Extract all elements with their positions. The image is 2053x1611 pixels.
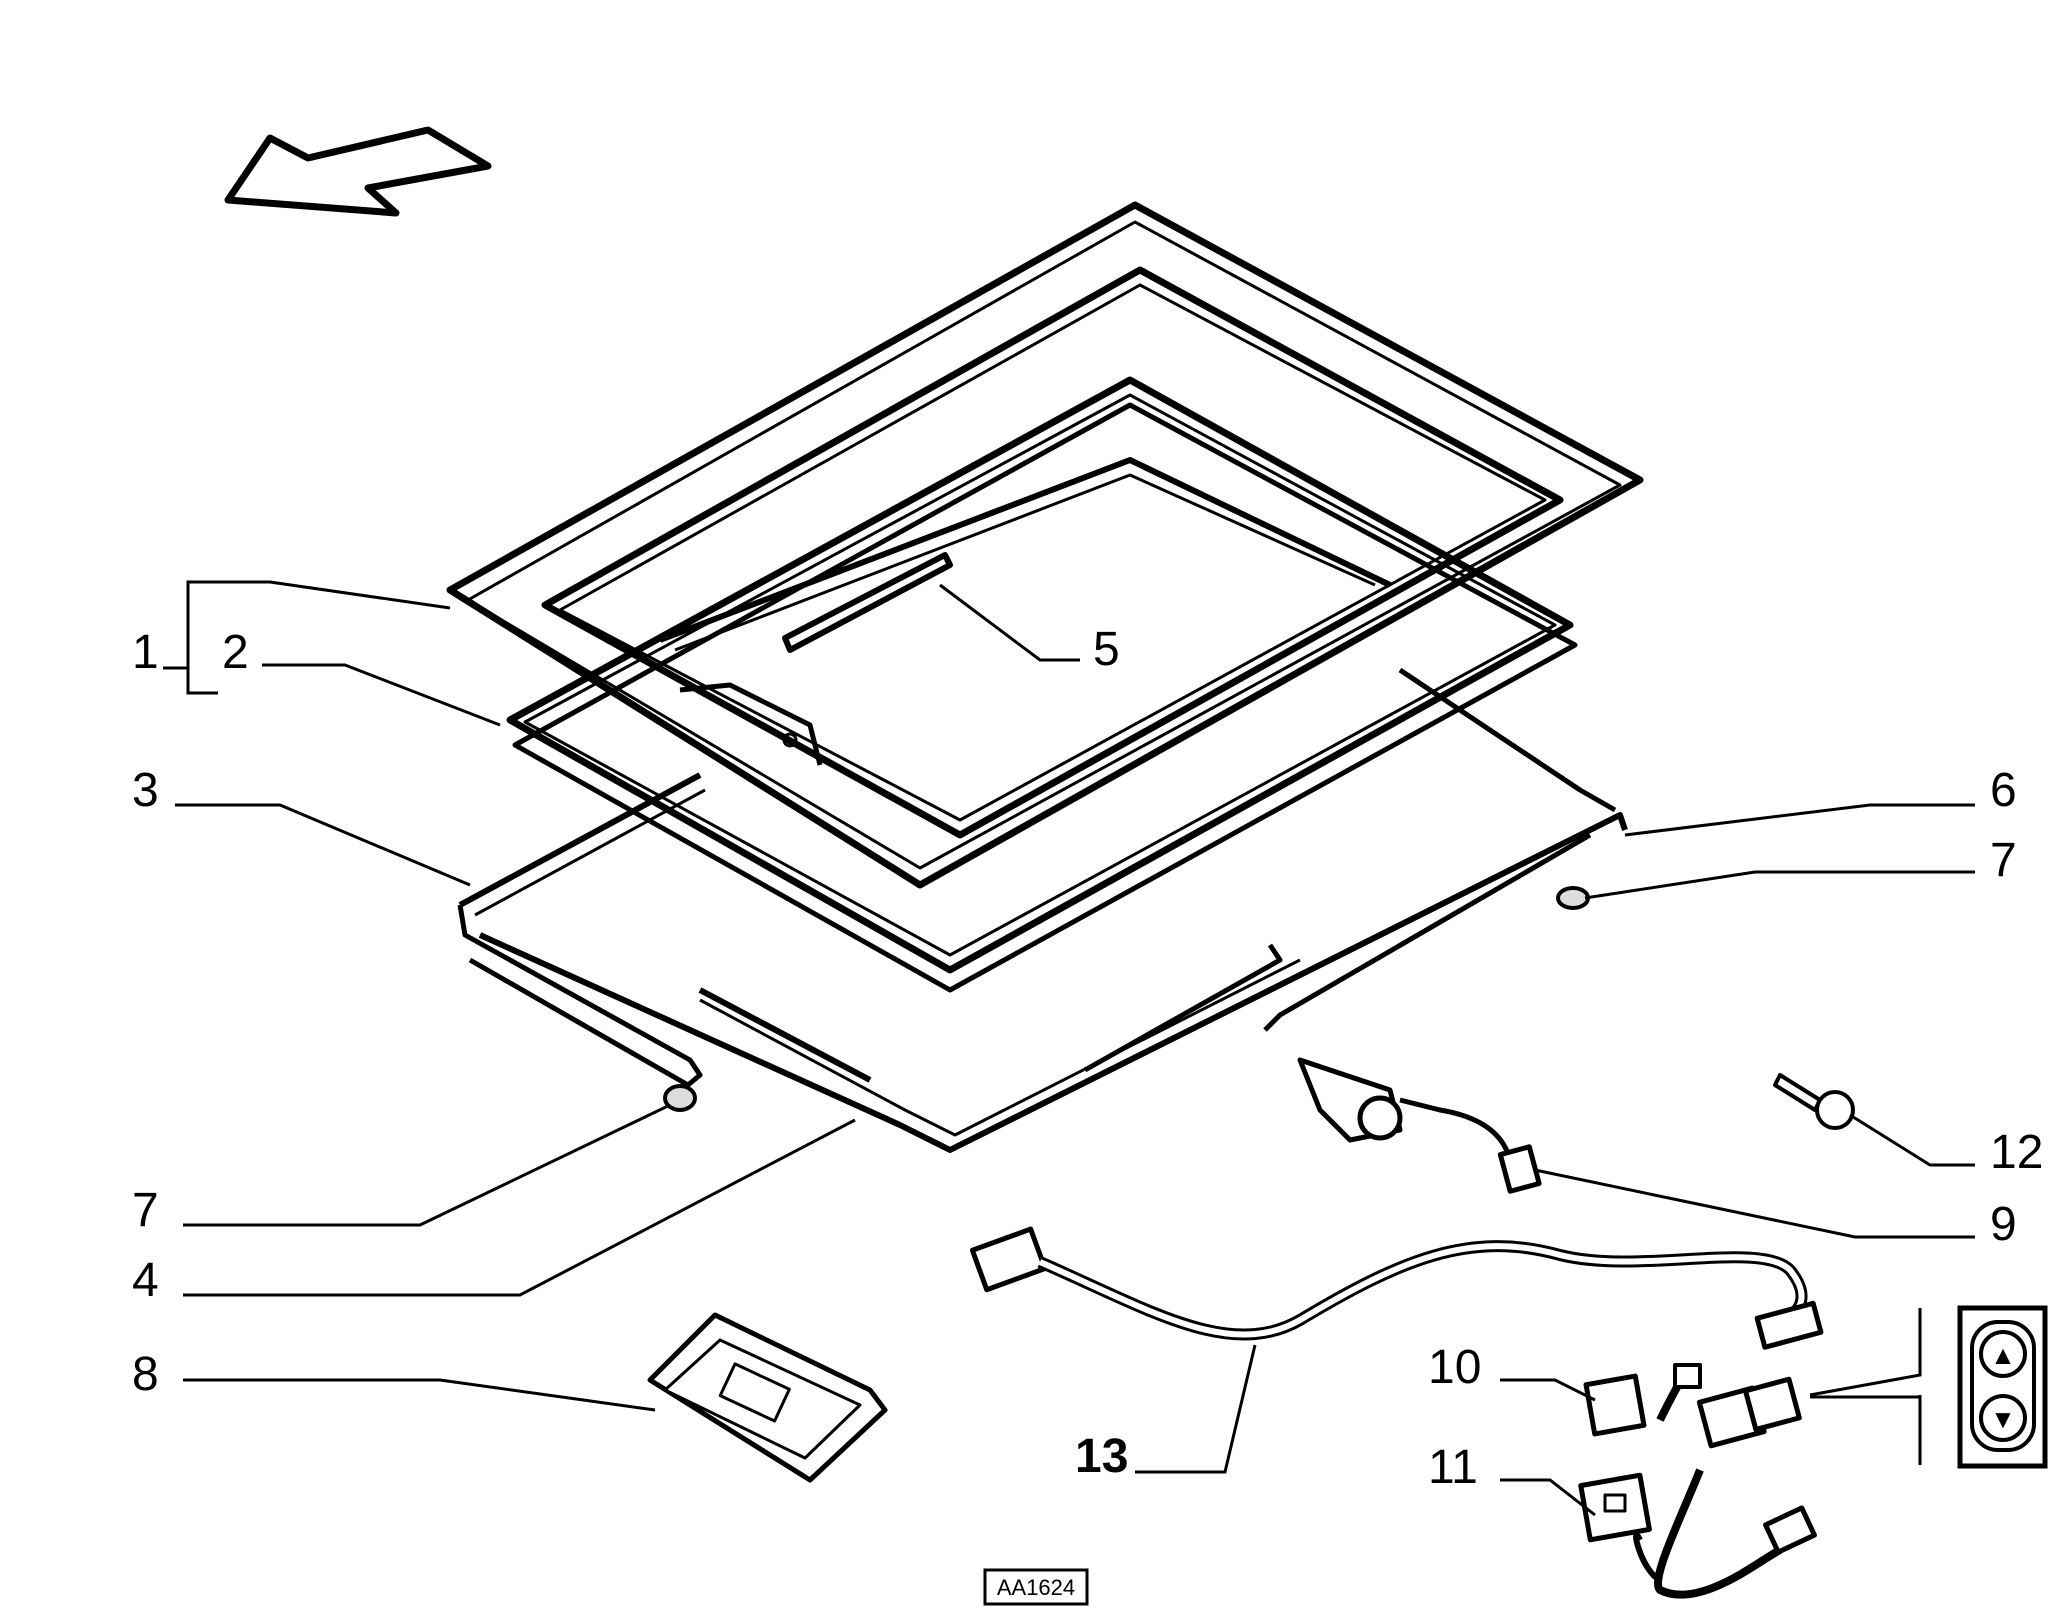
leader-lines [163, 580, 1975, 1517]
figure-code: AA1624 [997, 1575, 1075, 1600]
callout-8: 8 [132, 1348, 159, 1401]
figure-code-box: AA1624 [983, 1568, 1089, 1606]
part-12-key [1773, 1073, 1855, 1130]
part-9-motor [1297, 1057, 1542, 1194]
direction-arrow [224, 126, 492, 217]
callout-10: 10 [1428, 1341, 1481, 1394]
callout-12: 12 [1990, 1126, 2043, 1179]
callout-3: 3 [132, 764, 159, 817]
callout-4: 4 [132, 1254, 159, 1307]
switch-up-icon: ▲ [1990, 1340, 2016, 1370]
part-4-lower-panel [478, 667, 1628, 1153]
part-13-harness [969, 1226, 1824, 1350]
part-3-seal-frame [457, 772, 706, 1088]
switch-panel: ▲ ▼ [1957, 1305, 2048, 1469]
callout-5: 5 [1093, 623, 1120, 676]
callout-11: 11 [1428, 1441, 1478, 1494]
part-11-relay [1578, 1472, 1652, 1543]
callout-7-right: 7 [1990, 834, 2017, 887]
callout-13: 13 [1075, 1430, 1128, 1483]
part-8-courtesy-light [647, 1312, 888, 1483]
callout-6: 6 [1990, 764, 2017, 817]
part-7-nut-right [1556, 886, 1590, 910]
part-1-frame [446, 201, 1644, 889]
callout-7-left: 7 [132, 1184, 159, 1237]
part-2-glass-panel [506, 376, 1578, 993]
part-10-relay [1583, 1373, 1647, 1437]
callout-9: 9 [1990, 1198, 2017, 1251]
callout-2: 2 [222, 626, 249, 679]
part-5-strip [782, 552, 953, 653]
switch-down-icon: ▼ [1990, 1404, 2016, 1434]
callout-labels: 1 2 3 4 5 6 7 7 8 9 10 11 12 13 [132, 623, 2043, 1494]
switch-wiring [1633, 1363, 1817, 1599]
callout-1: 1 [132, 626, 159, 679]
part-7-nut-left [663, 1084, 697, 1112]
